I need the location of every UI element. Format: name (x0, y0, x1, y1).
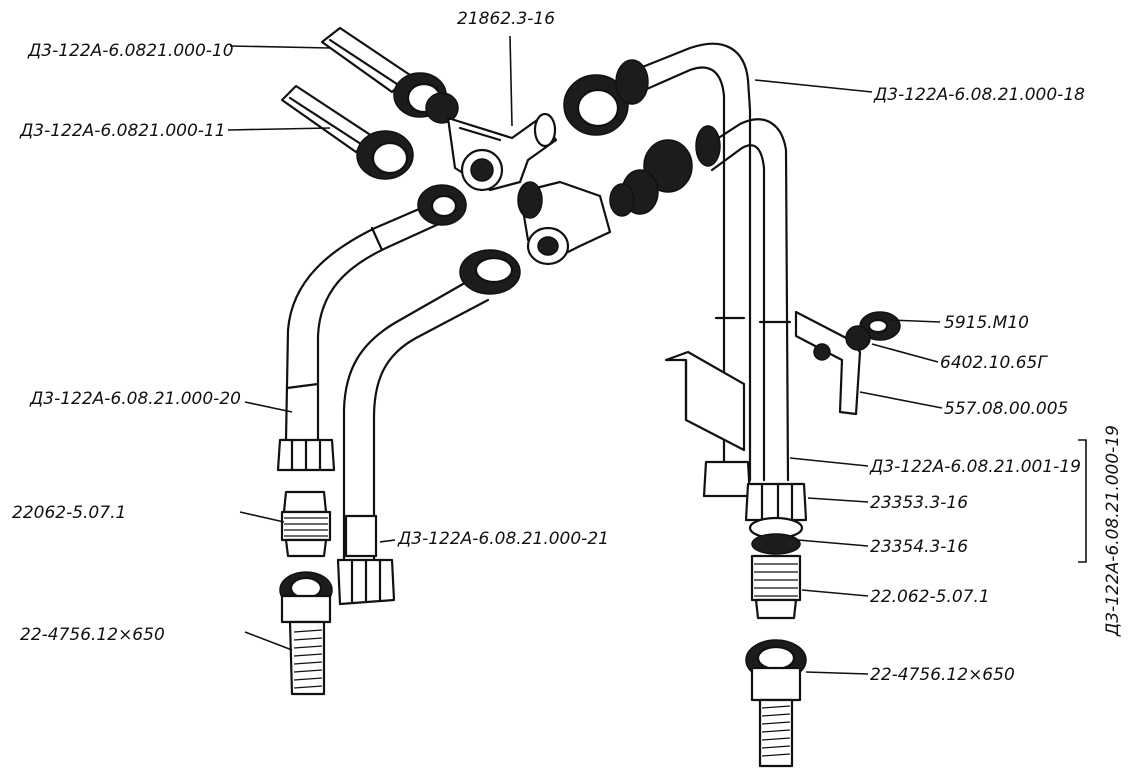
label-hose-11: Д3-122А-6.0821.000-11 (19, 121, 226, 141)
left-nipple-assembly (279, 490, 333, 696)
label-assembly-vertical: Д3-122А-6.08.21.000-19 (1103, 425, 1123, 637)
hose-part-11 (280, 84, 414, 180)
label-nipple-left: 22062-5.07.1 (12, 503, 126, 523)
pipe-part-19-loop (695, 118, 790, 482)
label-hose-001-19: Д3-122А-6.08.21.001-19 (869, 457, 1081, 477)
label-hose-10: Д3-122А-6.0821.000-10 (27, 41, 234, 61)
label-tee-top: 21862.3-16 (457, 9, 555, 29)
label-hose-20: Д3-122А-6.08.21.000-20 (29, 389, 241, 409)
bracket-557 (794, 310, 862, 416)
label-washer: 6402.10.65Г (940, 353, 1048, 373)
pipe-part-20 (276, 184, 467, 472)
label-hose-left-bottom: 22-4756.12×650 (20, 625, 165, 645)
tee-fitting-top (446, 112, 558, 192)
label-nipple-right: 22.062-5.07.1 (870, 587, 990, 607)
label-hose-18: Д3-122А-6.08.21.000-18 (873, 85, 1085, 105)
bracket-left (664, 350, 746, 452)
pipe-part-21 (336, 249, 521, 606)
label-nut: 5915.М10 (944, 313, 1029, 333)
tee-fitting-right (517, 139, 693, 266)
label-fitting-23354: 23354.3-16 (870, 537, 968, 557)
callout-labels: Д3-122А-6.0821.000-10 Д3-122А-6.0821.000… (12, 9, 1123, 685)
label-hose-21: Д3-122А-6.08.21.000-21 (397, 529, 609, 549)
label-hose-right-bottom: 22-4756.12×650 (870, 665, 1015, 685)
label-fitting-23353: 23353.3-16 (870, 493, 968, 513)
pipe-part-18 (563, 42, 752, 482)
nut-washer (845, 311, 901, 351)
right-lower-assembly (702, 316, 808, 768)
hose-part-10 (320, 26, 459, 124)
leader-lines (227, 35, 1087, 675)
label-bracket: 557.08.00.005 (944, 399, 1068, 419)
